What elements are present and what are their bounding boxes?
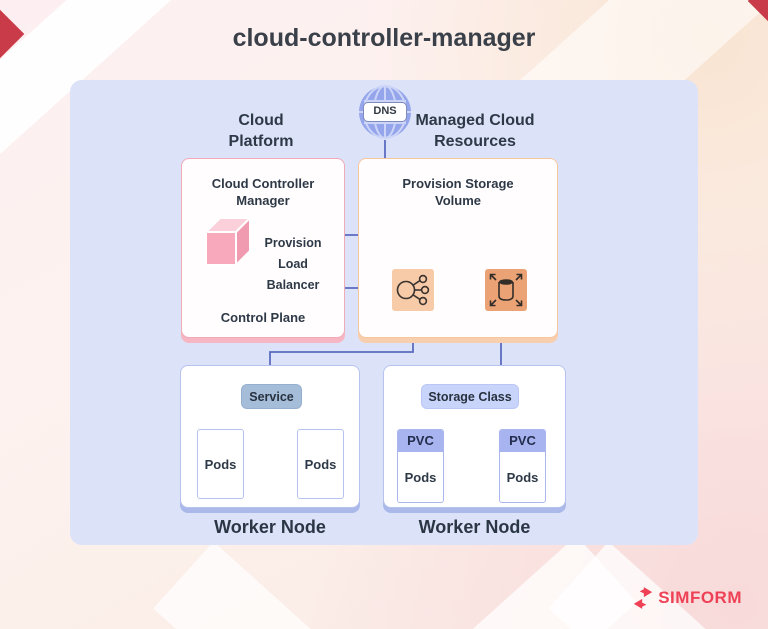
cloud-platform-heading: Cloud Platform <box>165 110 357 152</box>
provision-storage-volume-label: Provision Storage Volume <box>378 175 538 209</box>
storage-class-chip: Storage Class <box>421 384 519 409</box>
psv-line1: Provision Storage <box>402 176 514 191</box>
bg-chevron-bottom-1 <box>153 541 407 629</box>
cloud-controller-manager-title: Cloud Controller Manager <box>211 176 315 208</box>
storage-volume-icon <box>485 269 527 311</box>
managed-resources-heading-line1: Managed Cloud <box>415 112 535 129</box>
load-balancer-icon <box>392 269 434 311</box>
diagram-container: DNS Cloud Platform Managed Cloud Resourc… <box>70 80 698 545</box>
pvc-pod-box: PVC Pods <box>499 429 546 503</box>
plb-line3: Balancer <box>266 278 320 292</box>
managed-resources-heading-line2: Resources <box>434 133 516 150</box>
plb-line1: Provision <box>264 236 322 250</box>
cube-icon <box>204 215 252 267</box>
pod-box: Pods <box>297 429 344 499</box>
control-plane-label: Control Plane <box>220 310 306 325</box>
cloud-platform-heading-line1: Cloud <box>238 112 284 129</box>
pvc-header: PVC <box>398 430 443 452</box>
worker-node-left-caption: Worker Node <box>214 517 326 537</box>
page-title: cloud-controller-manager <box>232 24 536 52</box>
pvc-pod-box: PVC Pods <box>397 429 444 503</box>
worker-node-right-panel: Storage Class PVC Pods PVC Pods <box>383 365 566 508</box>
bg-red-diamond-top-right <box>747 0 768 23</box>
provision-load-balancer-label: Provision Load Balancer <box>246 233 340 296</box>
worker-node-left-panel: Service Pods Pods <box>180 365 360 508</box>
pod-box: Pods <box>506 469 539 485</box>
managed-resources-panel: Provision Storage Volume <box>358 158 558 338</box>
pod-box: Pods <box>404 469 437 485</box>
control-plane-panel: Cloud Controller Manager Provision Load … <box>181 158 345 338</box>
psv-line2: Volume <box>435 193 481 208</box>
pod-box: Pods <box>197 429 244 499</box>
service-chip: Service <box>241 384 302 409</box>
bg-chevron-bottom-2 <box>383 535 637 629</box>
plb-line2: Load <box>278 257 308 271</box>
managed-resources-heading: Managed Cloud Resources <box>365 110 585 152</box>
simform-logo-icon <box>634 587 653 609</box>
pvc-header: PVC <box>500 430 545 452</box>
brand-logo: SIMFORM <box>633 586 742 610</box>
worker-node-right-caption: Worker Node <box>418 517 531 537</box>
dns-globe-icon: DNS <box>358 85 412 139</box>
dns-label: DNS <box>363 102 407 122</box>
cloud-platform-heading-line2: Platform <box>228 133 294 150</box>
brand-name: SIMFORM <box>658 588 742 607</box>
